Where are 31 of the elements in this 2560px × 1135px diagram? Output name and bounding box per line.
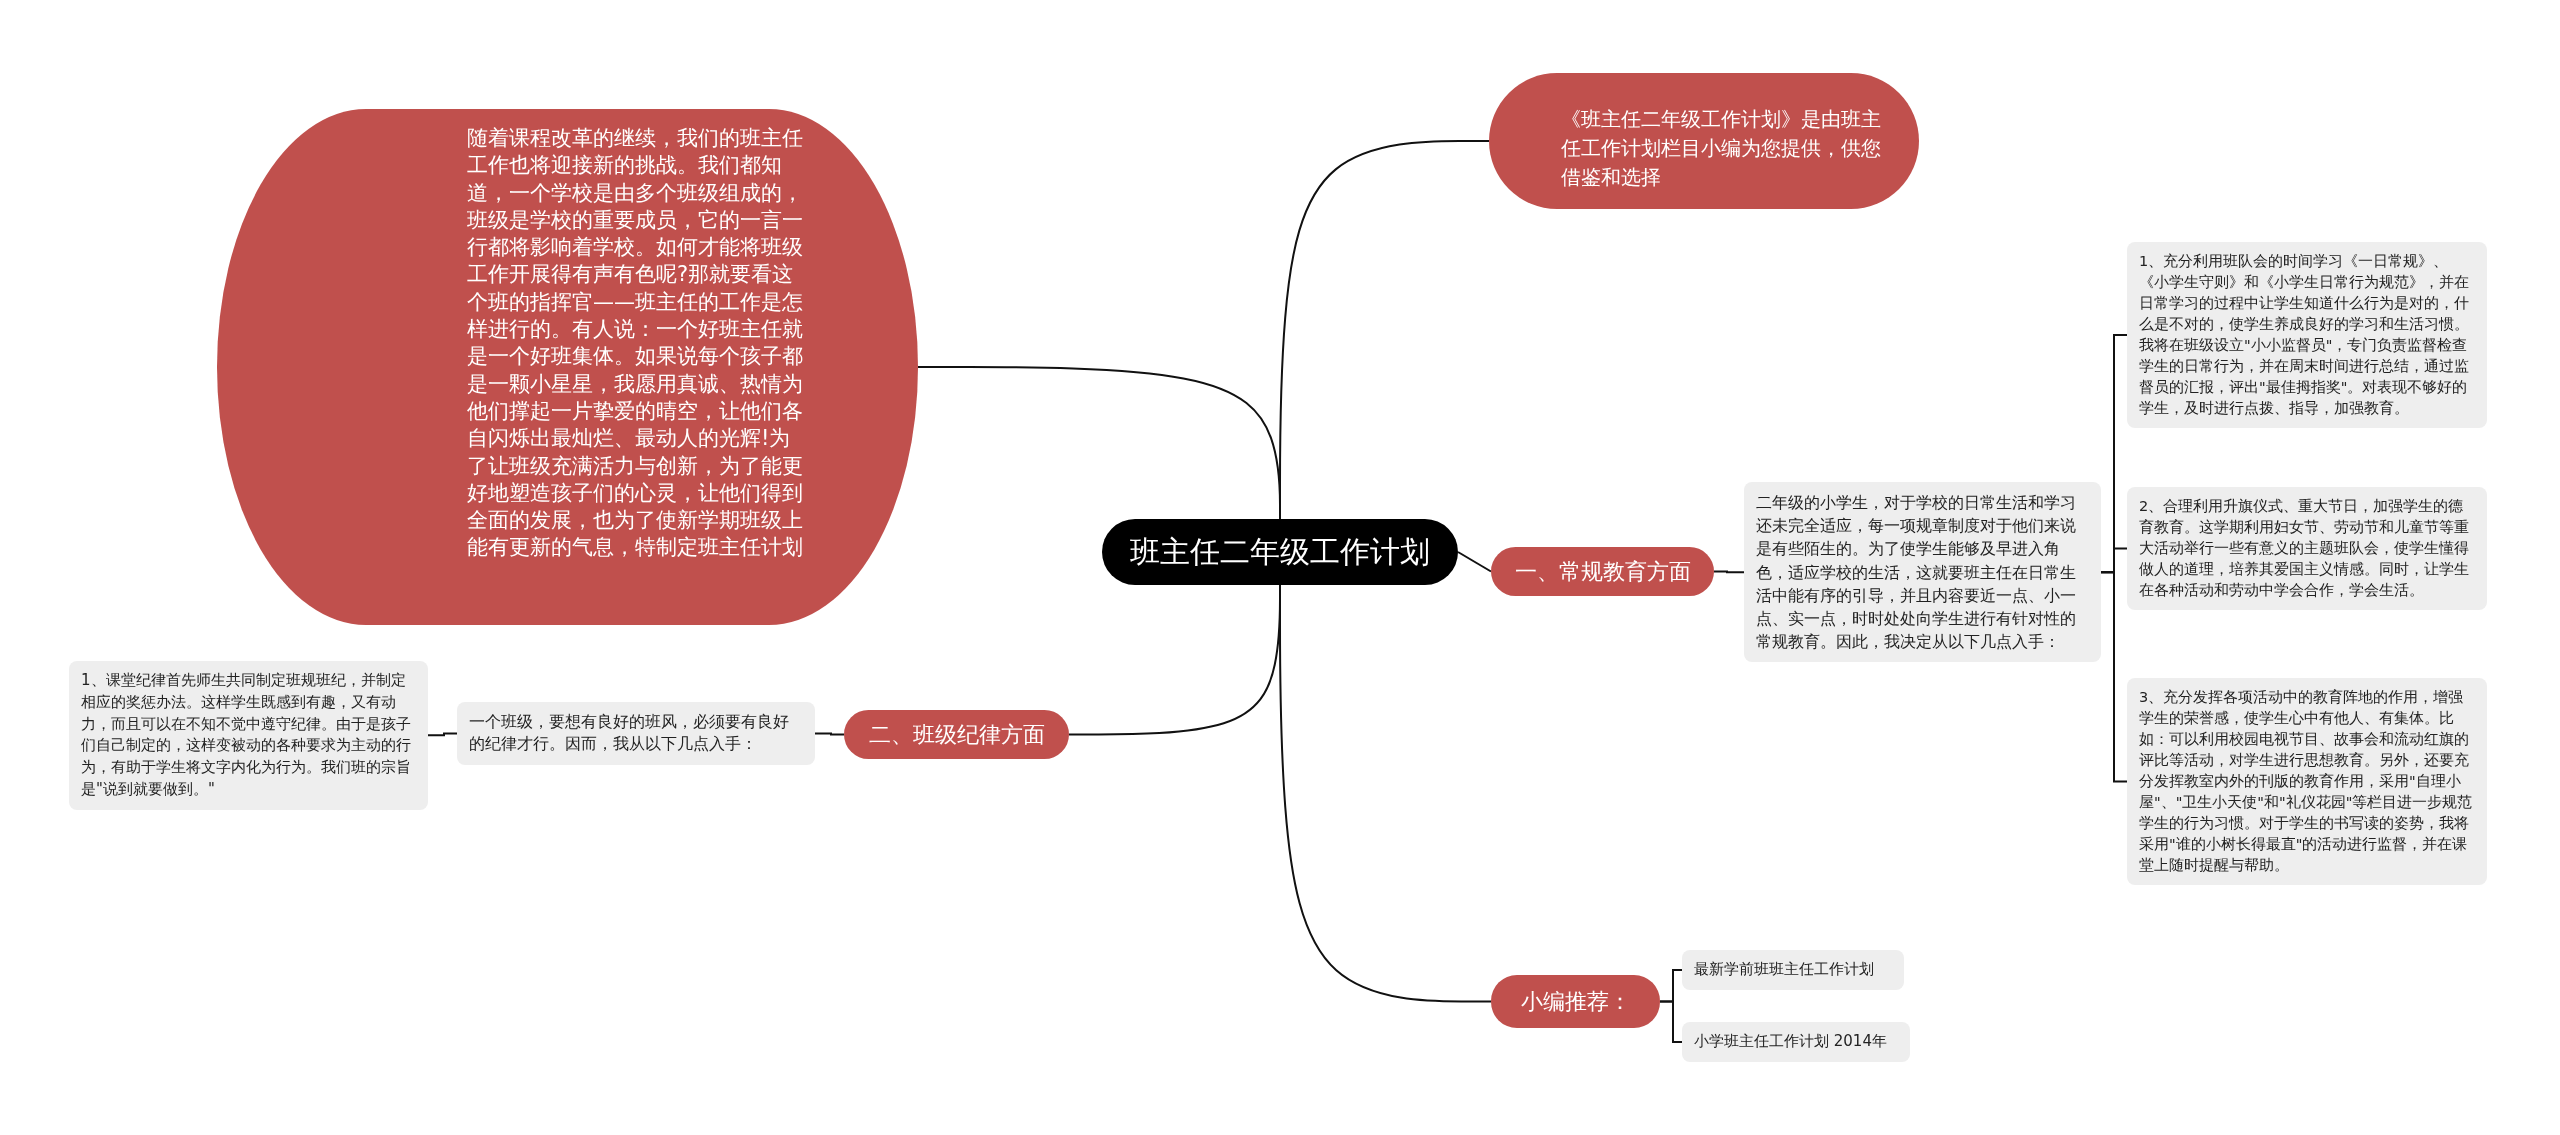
branch-topic xyxy=(844,710,1069,759)
subtopic-text: 一个班级，要想有良好的班风，必须要有良好的纪律才行。因而，我从以下几点入手： xyxy=(469,712,790,756)
connector-line xyxy=(1659,1000,1683,1043)
topic-text: 班主任二年级工作计划 xyxy=(1130,532,1430,571)
subtopic-card xyxy=(457,702,815,765)
branch-text: 一、常规教育方面 xyxy=(1514,557,1691,586)
connector-line xyxy=(2100,571,2128,783)
detail-card xyxy=(69,661,428,810)
intro-text: 随着课程改革的继续，我们的班主任工作也将迎接新的挑战。我们都知道，一个学校是由多个班级组成的，班级是学校的重要成员，它的一言一行都将影响着学校。如何才能将班级工作开展得有声有色呢?那就要看这个班的指挥官——班主任的工作是怎样进行的。有人说：一个好班主任就是一个好班集体。如果说每个孩子都是一颗小星星，我愿用真诚、热情为他们撑起一片挚爱的晴空，让他们各自闪烁出最灿烂、最动人的光辉!为了让班级充满活力与创新，为了能更好地塑造孩子们的心灵，让他们得到全面的发展，也为了使新学期班级上能有更新的气息，特制定班主任计划 xyxy=(467,125,804,562)
connector-line xyxy=(1713,570,1745,574)
branch-text: 小编推荐： xyxy=(1520,987,1631,1016)
branch-topic xyxy=(1491,547,1714,596)
subtopic-text: 二年级的小学生，对于学校的日常生活和学习还未完全适应，每一项规章制度对于他们来说是有些陌生的。为了使学生能够及早进入角色，适应学校的生活，这就要班主任在日常生活中能有序的引导，并且内容要近一点、小一点、实一点，时时处处向学生进行有针对性的常规教育。因此，我决定从以下几点入手： xyxy=(1756,492,2077,654)
link-text: 最新学前班班主任工作计划 xyxy=(1694,959,1875,980)
link-text: 小学班主任工作计划 2014年 xyxy=(1694,1031,1888,1052)
note-text: 《班主任二年级工作计划》是由班主任工作计划栏目小编为您提供，供您借鉴和选择 xyxy=(1561,105,1882,191)
connector-line xyxy=(427,732,458,737)
connector-line xyxy=(814,732,845,736)
detail-card xyxy=(2127,487,2487,611)
subtopic-card xyxy=(1744,482,2101,663)
detail-text: 2、合理利用升旗仪式、重大节日，加强学生的德育教育。这学期利用妇女节、劳动节和儿童节等重大活动举行一些有意义的主题班队会，使学生懂得做人的道理，培养其爱国主义情感。同时，让学生在各种活动和劳动中学会合作，学会生活。 xyxy=(2139,497,2470,601)
branch-topic xyxy=(1491,975,1660,1028)
branch-text: 二、班级纪律方面 xyxy=(868,720,1045,749)
detail-card xyxy=(2127,242,2487,429)
detail-text: 1、课堂纪律首先师生共同制定班规班纪，并制定相应的奖惩办法。这样学生既感到有趣，又有动力，而且可以在不知不觉中遵守纪律。由于是孩子们自己制定的，这样变被动的各种要求为主动的行为，有助于学生将文字内化为行为。我们班的宗旨是"说到就要做到。" xyxy=(81,670,412,800)
detail-card xyxy=(2127,678,2487,886)
detail-text: 3、充分发挥各项活动中的教育阵地的作用，增强学生的荣誉感，使学生心中有他人、有集体。比如：可以利用校园电视节目、故事会和流动红旗的评比等活动，对学生进行思想教育。另外，还要充分发挥教室内外的刊版的教育作用，采用"自理小屋"、"卫生小天使"和"礼仪花园"等栏目进一步规范学生的行为习惯。对于学生的书写读的姿势，我将采用"谁的小树长得最直"的活动进行监督，并在课堂上随时提醒与帮助。 xyxy=(2139,688,2474,876)
detail-text: 1、充分利用班队会的时间学习《一日常规》、《小学生守则》和《小学生日常行为规范》，并在日常学习的过程中让学生知道什么行为是对的，什么是不对的，使学生养成良好的学习和生活习惯。我将在班级设立"小小监督员"，专门负责监督检查学生的日常行为，并在周末时间进行总结，通过监督员的汇报，评出"最佳拇指奖"。对表现不够好的学生，及时进行点拨、指导，加强教育。 xyxy=(2139,252,2470,419)
connector-line xyxy=(1457,551,1492,573)
link-card xyxy=(1682,1022,1910,1062)
link-card xyxy=(1682,950,1904,990)
